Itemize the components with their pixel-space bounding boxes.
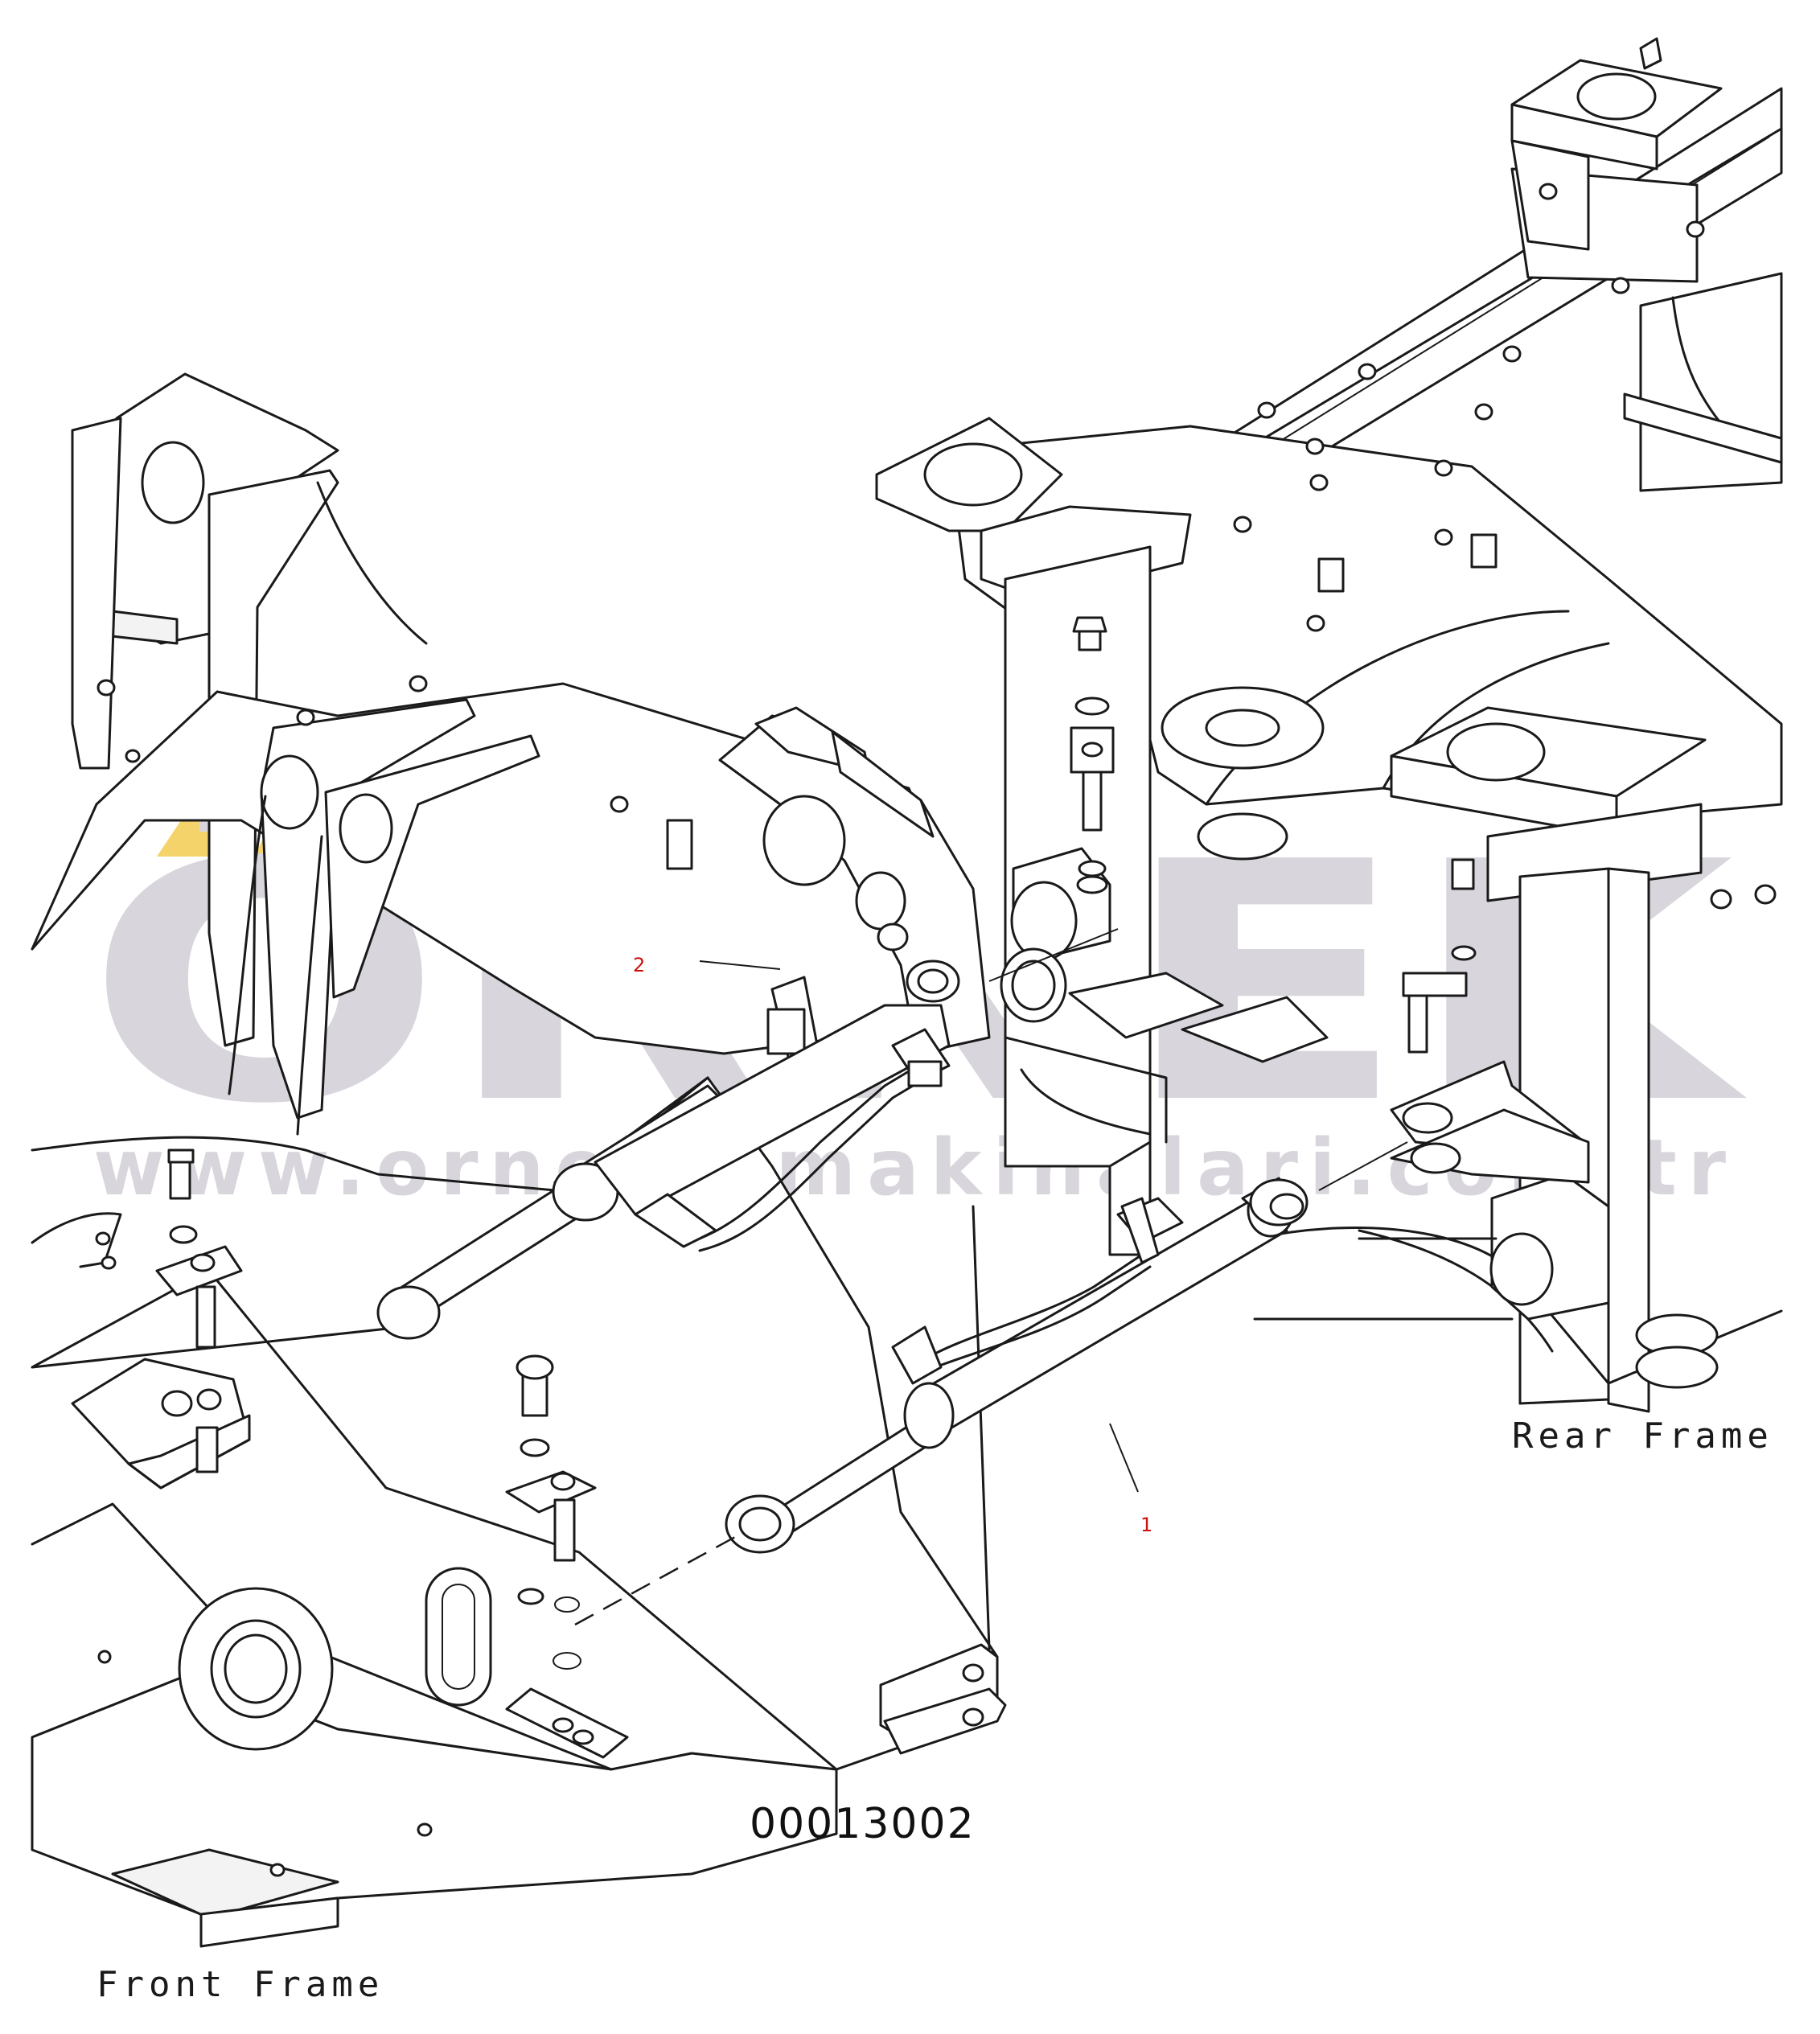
drawing-number: 00013002 [750,1800,976,1848]
rear-frame [875,37,1783,1413]
leader-lines [574,928,1408,1626]
front-frame-label: Front Frame [97,1964,384,2005]
front-frame [31,372,1007,1948]
rear-frame-bolts [1233,183,1777,910]
steering-cylinder-lower [725,1177,1309,1554]
pin-stack-front [505,1354,597,1670]
steering-cylinder-upper [376,959,960,1340]
callout-item-1: 1 [1140,1514,1152,1536]
rear-frame-label: Rear Frame [1512,1416,1773,1457]
rear-pin-stack [1070,616,1477,1054]
callout-item-2: 2 [633,954,645,976]
